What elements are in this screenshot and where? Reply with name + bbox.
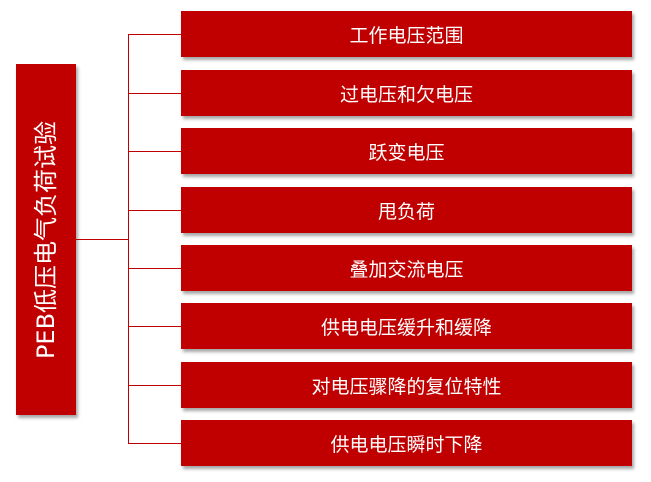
branch-line-2 <box>128 93 181 94</box>
test-item-slow-rise-fall-voltage: 供电电压缓升和缓降 <box>181 303 632 349</box>
branch-line-3 <box>128 151 181 152</box>
test-item-label: 供电电压瞬时下降 <box>330 433 483 456</box>
root-connector-line <box>76 239 129 240</box>
test-item-momentary-voltage-drop: 供电电压瞬时下降 <box>181 420 632 466</box>
trunk-connector-line <box>128 34 129 443</box>
test-item-operating-voltage-range: 工作电压范围 <box>181 11 632 57</box>
test-item-label: 叠加交流电压 <box>349 258 464 281</box>
test-item-reset-on-voltage-drop: 对电压骤降的复位特性 <box>181 362 632 408</box>
test-item-superimposed-ac-voltage: 叠加交流电压 <box>181 245 632 291</box>
test-item-label: 过电压和欠电压 <box>339 83 473 106</box>
test-item-label: 供电电压缓升和缓降 <box>320 316 492 339</box>
test-item-overvoltage-undervoltage: 过电压和欠电压 <box>181 70 632 116</box>
branch-line-4 <box>128 210 181 211</box>
test-item-load-dump: 甩负荷 <box>181 187 632 233</box>
root-node: PEB低压电气负荷试验 <box>16 64 76 415</box>
test-item-label: 对电压骤降的复位特性 <box>311 375 502 398</box>
branch-line-1 <box>128 34 181 35</box>
root-node-label: PEB低压电气负荷试验 <box>32 120 60 359</box>
branch-line-8 <box>128 443 181 444</box>
test-item-jump-voltage: 跃变电压 <box>181 128 632 174</box>
test-item-label: 甩负荷 <box>377 200 435 223</box>
branch-line-6 <box>128 326 181 327</box>
test-item-label: 跃变电压 <box>368 141 445 164</box>
test-item-label: 工作电压范围 <box>349 24 464 47</box>
branch-line-7 <box>128 385 181 386</box>
branch-line-5 <box>128 268 181 269</box>
